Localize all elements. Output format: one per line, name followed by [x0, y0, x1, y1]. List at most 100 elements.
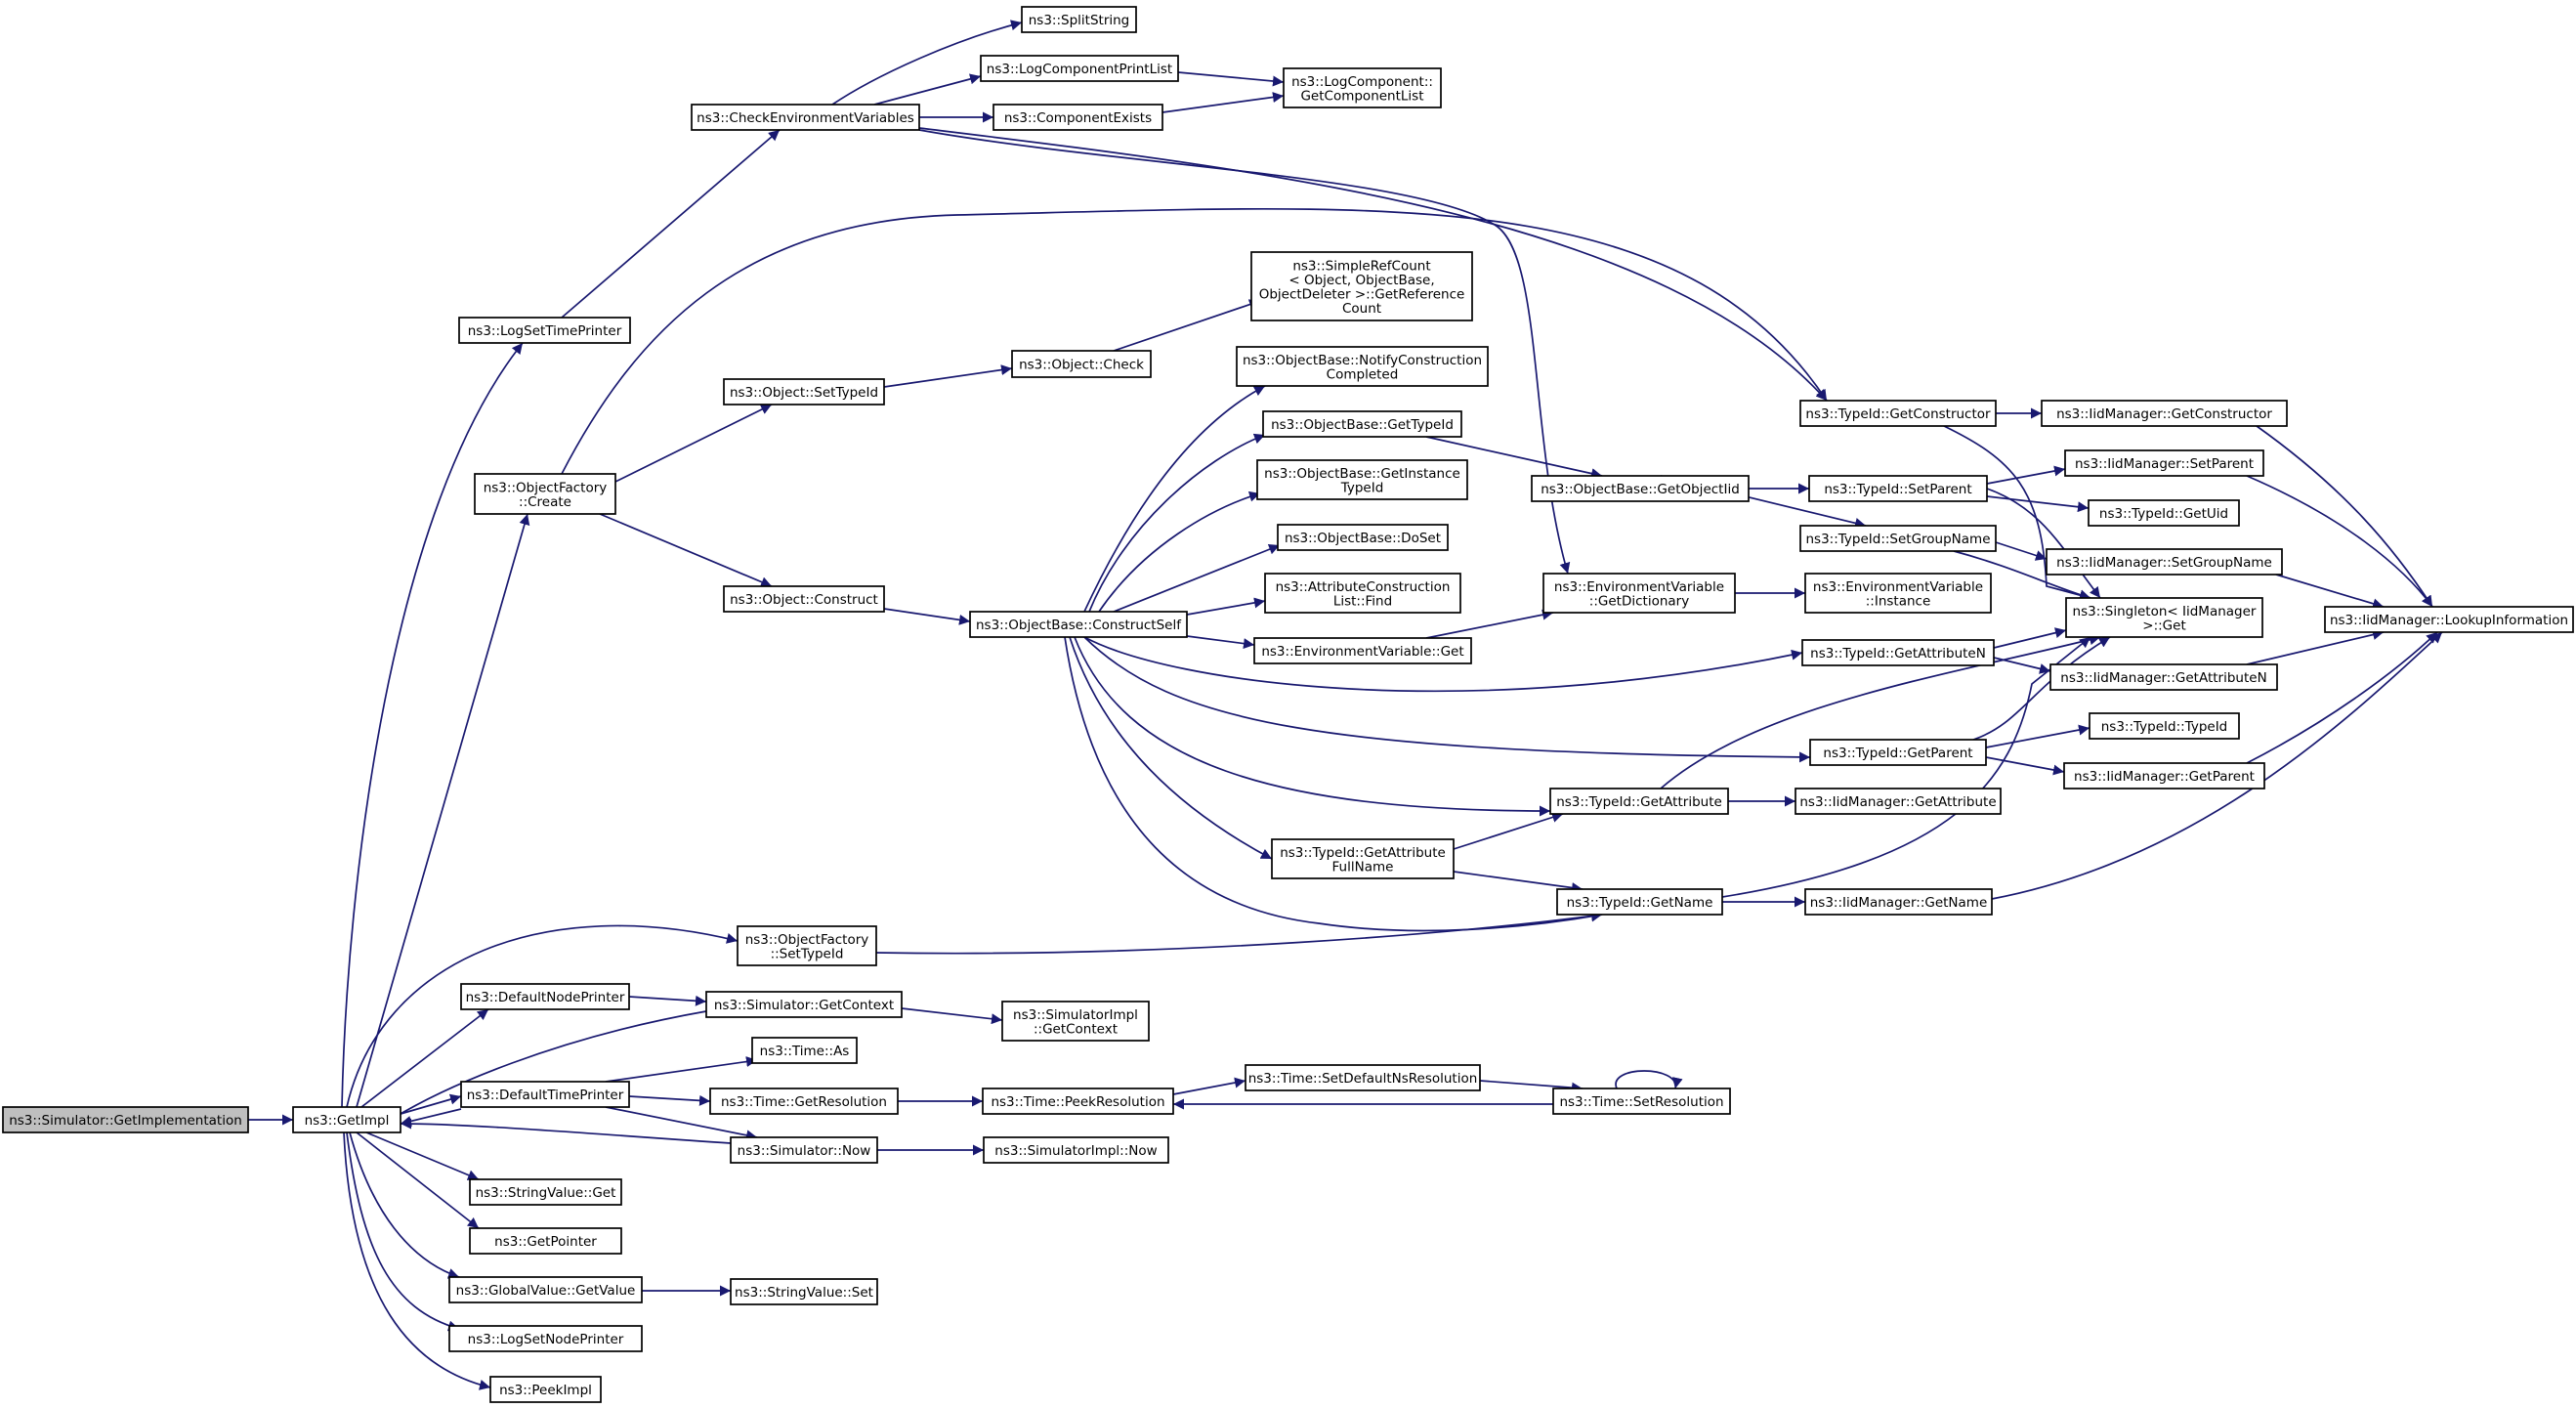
- node-label-objcheck: ns3::Object::Check: [1019, 358, 1144, 373]
- node-obgetobjectiid[interactable]: ns3::ObjectBase::GetObjectIid: [1531, 475, 1750, 502]
- node-tidgetname[interactable]: ns3::TypeId::GetName: [1556, 888, 1723, 916]
- node-label-timeas: ns3::Time::As: [760, 1044, 850, 1059]
- edge-defaulttimeprinter-to-simnow: [605, 1106, 758, 1141]
- node-tidgetattributen[interactable]: ns3::TypeId::GetAttributeN: [1801, 639, 1995, 666]
- node-timeas[interactable]: ns3::Time::As: [751, 1037, 858, 1064]
- node-box-objcheck: [1011, 350, 1152, 378]
- node-box-splitstring: [1021, 6, 1137, 33]
- edge-componentexists-to-logcompgetlist: [1161, 92, 1285, 113]
- edge-obconstructself-to-tidgetparent: [1083, 636, 1811, 763]
- node-obgettypeid[interactable]: ns3::ObjectBase::GetTypeId: [1262, 410, 1462, 438]
- node-simplerefcount[interactable]: ns3::SimpleRefCount< Object, ObjectBase,…: [1250, 251, 1473, 321]
- node-label-simplerefcount: < Object, ObjectBase,: [1288, 273, 1434, 288]
- node-tidsetparent[interactable]: ns3::TypeId::SetParent: [1808, 475, 1988, 502]
- node-iidsetgroupname[interactable]: ns3::IidManager::SetGroupName: [2046, 548, 2283, 576]
- node-envget[interactable]: ns3::EnvironmentVariable::Get: [1253, 637, 1472, 664]
- node-splitstring[interactable]: ns3::SplitString: [1021, 6, 1137, 33]
- edge-obconstructself-to-envget: [1186, 635, 1255, 650]
- edge-tidgetparent-to-tidtypeid: [1985, 724, 2090, 748]
- node-box-iidgetparent: [2063, 762, 2265, 789]
- node-objfactorycreate[interactable]: ns3::ObjectFactory::Create: [474, 473, 616, 515]
- node-timesetresolution[interactable]: ns3::Time::SetResolution: [1552, 1088, 1731, 1115]
- node-box-obgetobjectiid: [1531, 475, 1750, 502]
- node-label-objfactorysettypeid: ::SetTypeId: [771, 946, 844, 961]
- node-label-tidgetattributen: ns3::TypeId::GetAttributeN: [1810, 646, 1986, 661]
- node-timepeekresolution[interactable]: ns3::Time::PeekResolution: [982, 1088, 1174, 1115]
- node-iidgetattributen[interactable]: ns3::IidManager::GetAttributeN: [2049, 663, 2278, 691]
- node-peekimpl[interactable]: ns3::PeekImpl: [489, 1376, 602, 1403]
- node-root[interactable]: ns3::Simulator::GetImplementation: [2, 1106, 249, 1133]
- node-singletonget[interactable]: ns3::Singleton< IidManager >::Get: [2065, 597, 2263, 638]
- node-globalvaluegetvalue[interactable]: ns3::GlobalValue::GetValue: [448, 1276, 643, 1303]
- node-simimplnow[interactable]: ns3::SimulatorImpl::Now: [983, 1136, 1169, 1164]
- node-logsetnodeprinter[interactable]: ns3::LogSetNodePrinter: [448, 1325, 643, 1352]
- node-logsettimeprinter[interactable]: ns3::LogSetTimePrinter: [458, 317, 631, 344]
- node-simnow[interactable]: ns3::Simulator::Now: [730, 1136, 878, 1164]
- node-obdoset[interactable]: ns3::ObjectBase::DoSet: [1277, 524, 1449, 551]
- node-logcompgetlist[interactable]: ns3::LogComponent::GetComponentList: [1283, 67, 1442, 108]
- node-stringvalueget[interactable]: ns3::StringValue::Get: [469, 1178, 622, 1206]
- edge-logsettimeprinter-to-checkenv: [561, 129, 781, 319]
- node-iidgetattribute[interactable]: ns3::IidManager::GetAttribute: [1795, 788, 2002, 815]
- node-label-envgetdict: ns3::EnvironmentVariable: [1554, 579, 1724, 595]
- node-iidsetparent[interactable]: ns3::IidManager::SetParent: [2064, 449, 2264, 477]
- node-envgetdict[interactable]: ns3::EnvironmentVariable::GetDictionary: [1542, 573, 1736, 614]
- node-objcheck[interactable]: ns3::Object::Check: [1011, 350, 1152, 378]
- node-label-root: ns3::Simulator::GetImplementation: [9, 1113, 242, 1129]
- node-objsettypeid[interactable]: ns3::Object::SetTypeId: [723, 378, 885, 405]
- edge-tidgetattrfullname-to-tidgetattribute: [1453, 812, 1564, 850]
- node-objconstruct[interactable]: ns3::Object::Construct: [723, 585, 885, 613]
- edge-getimpl-to-logsettimeprinter: [341, 342, 524, 1108]
- node-iidgetname[interactable]: ns3::IidManager::GetName: [1804, 888, 1993, 916]
- edge-timepeekresolution-to-timesetdefaultns: [1172, 1077, 1246, 1095]
- node-box-attrconstrfind: [1264, 573, 1461, 614]
- node-box-logsetnodeprinter: [448, 1325, 643, 1352]
- node-box-obconstructself: [969, 611, 1188, 638]
- node-tidgetattribute[interactable]: ns3::TypeId::GetAttribute: [1549, 788, 1729, 815]
- node-simgetcontext[interactable]: ns3::Simulator::GetContext: [705, 991, 903, 1018]
- node-iidlookup[interactable]: ns3::IidManager::LookupInformation: [2324, 606, 2574, 633]
- edge-checkenv-to-splitstring: [831, 20, 1023, 106]
- node-box-tidgetattributen: [1801, 639, 1995, 666]
- edge-iidsetgroupname-to-iidlookup: [2275, 574, 2385, 610]
- node-tidgetparent[interactable]: ns3::TypeId::GetParent: [1809, 739, 1987, 766]
- node-checkenv[interactable]: ns3::CheckEnvironmentVariables: [691, 104, 920, 131]
- edge-getimpl-to-logsetnodeprinter: [346, 1131, 460, 1332]
- node-label-simgetcontext: ns3::Simulator::GetContext: [714, 998, 894, 1013]
- node-getimpl[interactable]: ns3::GetImpl: [292, 1106, 401, 1133]
- node-label-logcompgetlist: GetComponentList: [1300, 88, 1423, 104]
- node-getpointer[interactable]: ns3::GetPointer: [469, 1227, 622, 1255]
- edge-tidsetparent-to-tidgetuid: [1986, 495, 2090, 513]
- node-stringvalueset[interactable]: ns3::StringValue::Set: [730, 1278, 878, 1305]
- node-componentexists[interactable]: ns3::ComponentExists: [992, 104, 1163, 131]
- node-label-tidsetparent: ns3::TypeId::SetParent: [1824, 482, 1971, 497]
- node-box-getpointer: [469, 1227, 622, 1255]
- node-obconstructself[interactable]: ns3::ObjectBase::ConstructSelf: [969, 611, 1188, 638]
- node-box-iidgetattributen: [2049, 663, 2278, 691]
- node-envinstance[interactable]: ns3::EnvironmentVariable::Instance: [1804, 573, 1992, 614]
- node-tidsetgroupname[interactable]: ns3::TypeId::SetGroupName: [1799, 525, 1997, 552]
- node-iidgetparent[interactable]: ns3::IidManager::GetParent: [2063, 762, 2265, 789]
- node-tidgetuid[interactable]: ns3::TypeId::GetUid: [2088, 499, 2240, 527]
- node-tidgetconstructor[interactable]: ns3::TypeId::GetConstructor: [1799, 400, 1997, 427]
- node-box-objconstruct: [723, 585, 885, 613]
- node-tidtypeid[interactable]: ns3::TypeId::TypeId: [2089, 712, 2240, 740]
- edge-getimpl-to-objfactorycreate: [356, 513, 530, 1108]
- node-label-simplerefcount: ObjectDeleter >::GetReference: [1259, 286, 1465, 302]
- node-iidgetconstructor[interactable]: ns3::IidManager::GetConstructor: [2041, 400, 2288, 427]
- node-box-iidsetgroupname: [2046, 548, 2283, 576]
- node-objfactorysettypeid[interactable]: ns3::ObjectFactory::SetTypeId: [737, 925, 877, 966]
- node-timegetresolution[interactable]: ns3::Time::GetResolution: [709, 1088, 899, 1115]
- node-notifyconstruction[interactable]: ns3::ObjectBase::NotifyConstructionCompl…: [1236, 346, 1489, 387]
- node-defaulttimeprinter[interactable]: ns3::DefaultTimePrinter: [460, 1081, 630, 1108]
- node-label-defaulttimeprinter: ns3::DefaultTimePrinter: [467, 1088, 624, 1103]
- node-simimplgetcontext[interactable]: ns3::SimulatorImpl::GetContext: [1001, 1001, 1150, 1042]
- node-defaultnodeprinter[interactable]: ns3::DefaultNodePrinter: [460, 983, 630, 1010]
- node-timesetdefaultns[interactable]: ns3::Time::SetDefaultNsResolution: [1245, 1064, 1481, 1091]
- node-logcompprintlist[interactable]: ns3::LogComponentPrintList: [980, 55, 1179, 82]
- edge-timesetdefaultns-to-timesetresolution: [1479, 1080, 1584, 1093]
